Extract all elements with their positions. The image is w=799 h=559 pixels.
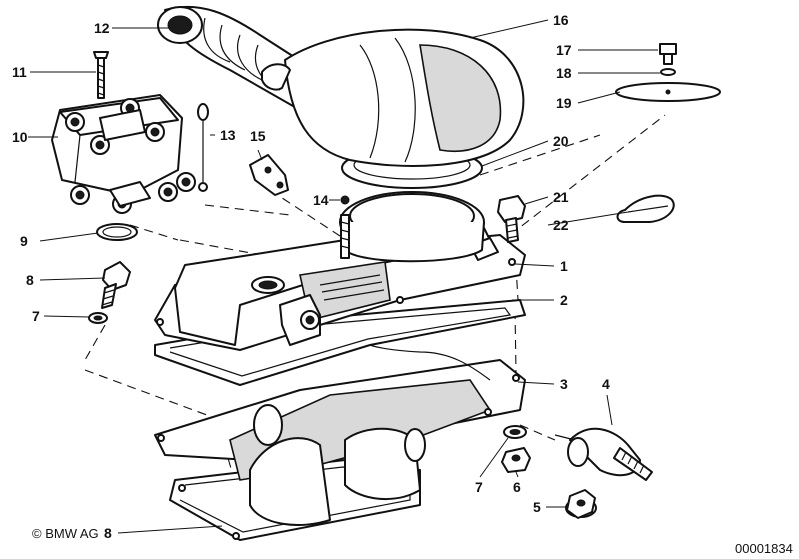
callout-7-left: 7 — [32, 308, 40, 324]
copyright-notice: © BMW AG — [32, 526, 99, 541]
callout-16: 15 — [250, 128, 266, 144]
callout-18: 17 — [556, 42, 572, 58]
callout-2: 2 — [560, 292, 568, 308]
washer-part-19 — [660, 68, 676, 76]
callout-10: 9 — [20, 233, 28, 249]
callout-14: 13 — [220, 127, 236, 143]
bracket-part — [249, 154, 289, 196]
callout-4: 4 — [602, 376, 610, 392]
leader-lines — [28, 19, 660, 534]
callout-15: 14 — [313, 192, 329, 208]
shift-housing-part — [51, 94, 196, 214]
callout-12: 11 — [12, 64, 27, 80]
stud-bolt-part — [340, 195, 350, 259]
callout-13: 12 — [94, 20, 110, 36]
callout-3: 3 — [560, 376, 568, 392]
callout-17: 16 — [553, 12, 569, 28]
callout-19: 18 — [556, 65, 572, 81]
rubber-boot-part — [157, 5, 525, 167]
drawing-number: 00001834 — [735, 541, 793, 556]
spring-clip-part — [616, 194, 675, 223]
callout-11: 10 — [12, 129, 28, 145]
callout-6: 6 — [513, 479, 521, 495]
callout-8: 8 — [104, 525, 112, 541]
bolt-part-9 — [101, 261, 131, 309]
rubber-mount-part — [554, 427, 653, 481]
callout-22: 21 — [553, 189, 569, 205]
flange-nut-part — [565, 489, 597, 519]
callout-21: 20 — [553, 133, 569, 149]
callout-7-right: 7 — [475, 479, 483, 495]
nut-part-6 — [501, 447, 531, 473]
washer-part-7-right — [503, 425, 527, 439]
flange-ring-part — [339, 191, 485, 263]
small-screw-part — [659, 43, 677, 65]
callout-labels: 12 16 11 17 18 19 20 10 13 15 14 21 22 9… — [12, 12, 610, 541]
callout-9: 8 — [26, 272, 34, 288]
washer-part-7-left — [88, 312, 108, 324]
callout-1: 1 — [560, 258, 568, 274]
lower-housing-part — [154, 329, 526, 526]
circlip-part — [197, 103, 209, 192]
bolt-part-22 — [497, 195, 526, 243]
callout-23: 22 — [553, 217, 569, 233]
callout-5: 5 — [533, 499, 541, 515]
disc-cover-part — [615, 82, 721, 102]
o-ring-part — [96, 223, 138, 241]
callout-20: 19 — [556, 95, 572, 111]
long-screw-part — [93, 51, 109, 99]
